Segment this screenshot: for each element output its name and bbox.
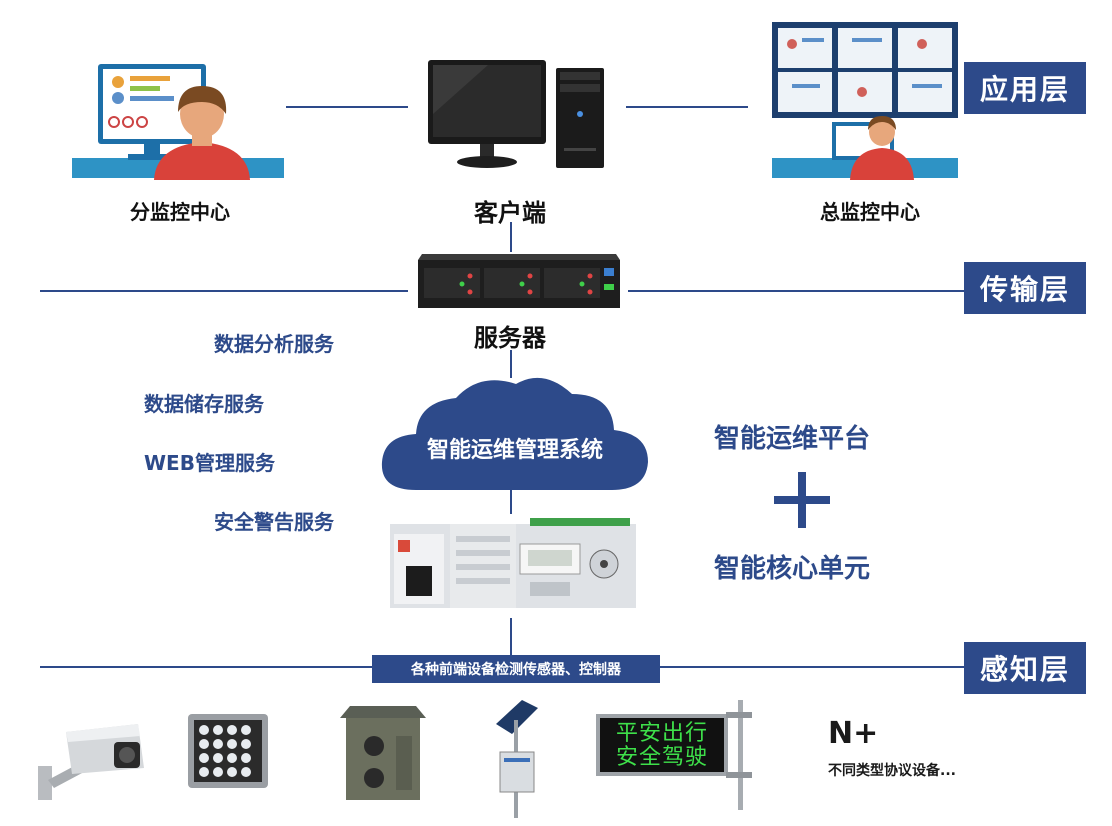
perception-line-left: [40, 666, 372, 668]
led-sign-line1: 平安出行: [615, 721, 708, 746]
platform-label: 智能运维平台: [714, 424, 871, 454]
perception-line-right: [660, 666, 964, 668]
service-security-alert: 安全警告服务: [214, 510, 334, 534]
connector-line: [510, 222, 512, 252]
transport-layer-badge: 传输层: [964, 262, 1086, 314]
plus-icon-vertical: [798, 472, 806, 528]
client-label: 客户端: [474, 199, 546, 227]
transport-line-left: [40, 290, 408, 292]
server-label: 服务器: [474, 324, 546, 352]
connector-line: [286, 106, 408, 108]
transport-line-right: [628, 290, 964, 292]
solar-station-icon: [496, 700, 538, 818]
branch-center-label: 分监控中心: [130, 200, 230, 224]
connector-line: [626, 106, 748, 108]
server-illustration: [418, 254, 620, 308]
service-web-management: WEB管理服务: [144, 451, 275, 475]
cloud-icon: [381, 377, 648, 490]
application-layer-badge: 应用层: [964, 62, 1086, 114]
core-unit-device: [390, 518, 636, 608]
service-data-analysis: 数据分析服务: [214, 332, 334, 356]
cctv-camera-icon: [38, 724, 144, 800]
connector-line: [510, 618, 512, 656]
client-computer-illustration: [428, 60, 604, 168]
connector-line: [510, 350, 512, 378]
sensor-box-icon: [340, 706, 426, 800]
perception-layer-badge: 感知层: [964, 642, 1086, 694]
n-plus-label: N+: [828, 716, 879, 751]
connector-line: [510, 488, 512, 514]
main-center-label: 总监控中心: [820, 200, 920, 224]
led-sign: 平安出行 安全驾驶: [596, 714, 728, 776]
main-center-illustration: [772, 22, 958, 180]
other-devices-label: 不同类型协议设备...: [828, 763, 956, 779]
branch-center-illustration: [72, 64, 284, 180]
service-data-storage: 数据储存服务: [144, 392, 264, 416]
led-sign-line2: 安全驾驶: [615, 745, 708, 770]
core-unit-label: 智能核心单元: [714, 554, 871, 584]
sensor-banner: 各种前端设备检测传感器、控制器: [372, 655, 660, 683]
led-sign-pole: [726, 700, 752, 810]
cloud-label: 智能运维管理系统: [426, 438, 603, 463]
floodlight-icon: [188, 714, 268, 788]
